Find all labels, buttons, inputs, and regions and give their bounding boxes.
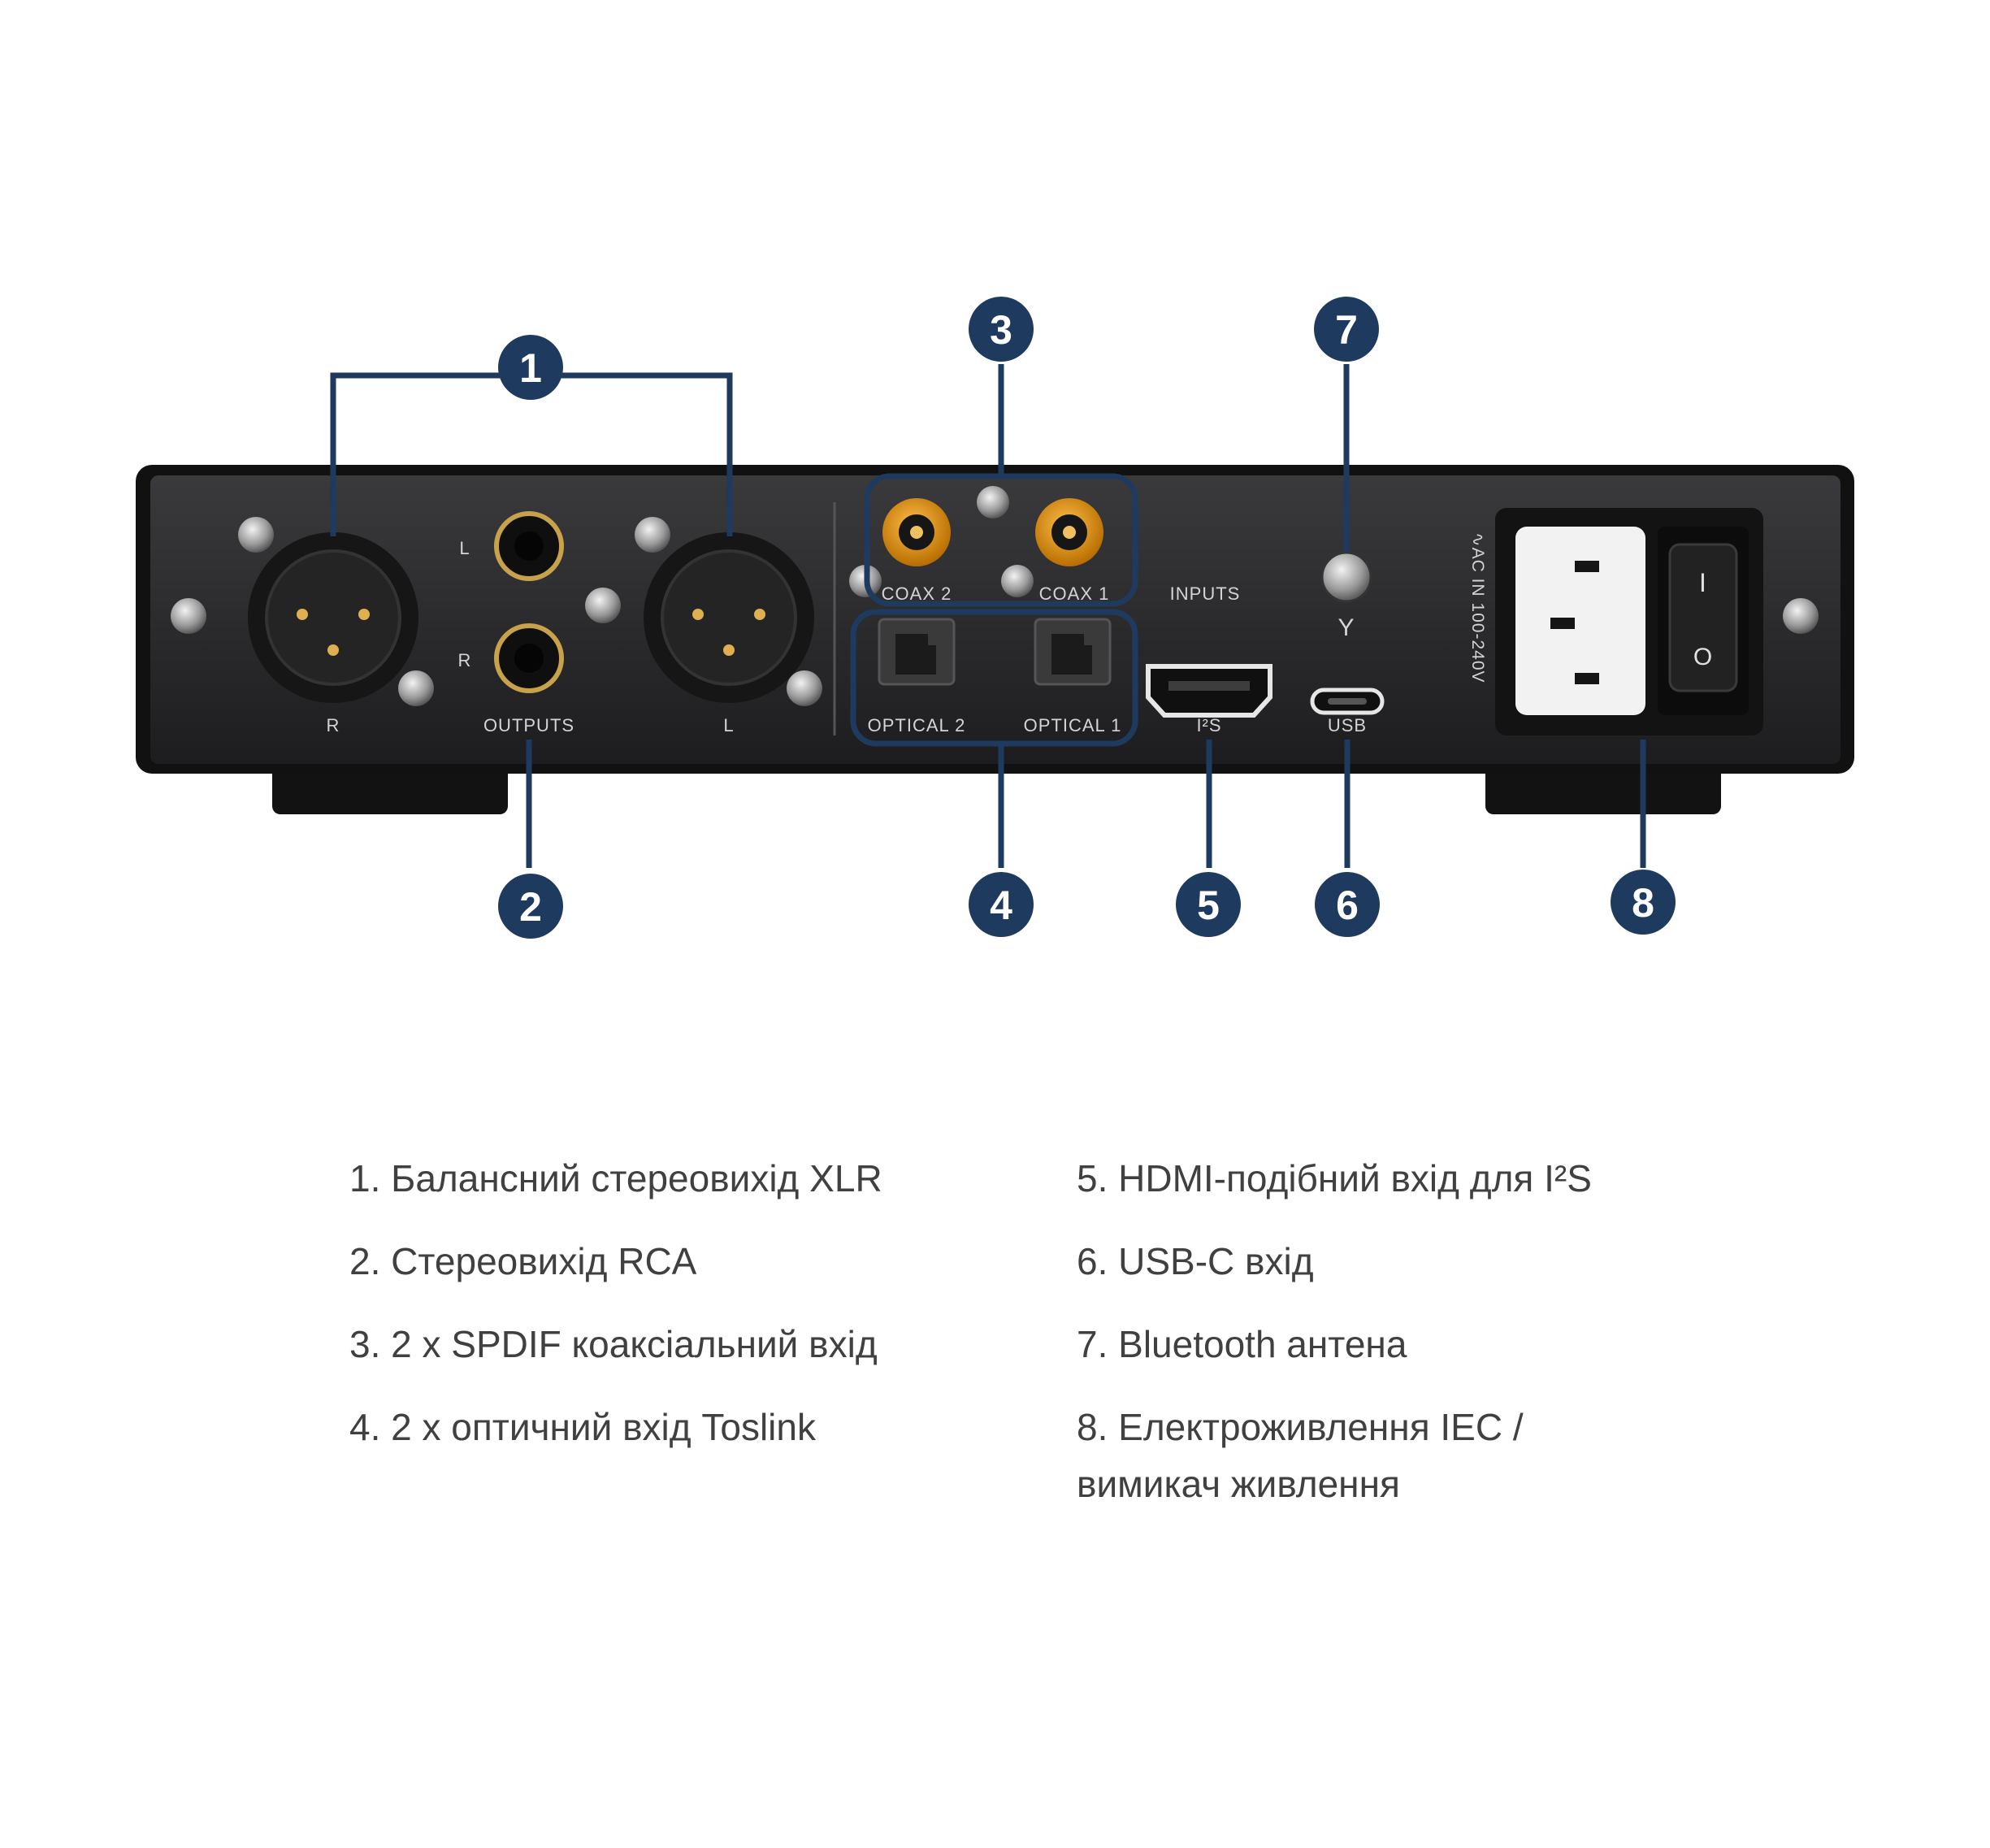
coax2-label: COAX 2 [882,583,952,604]
rca-right-label: R [458,650,472,670]
legend-item-6: 6. USB-C вхід [1077,1240,1314,1282]
xlr-left-label: L [723,715,734,735]
callout-badges: 1 3 7 2 4 5 6 [498,297,1676,939]
callout-2: 2 [498,874,563,939]
switch-off-symbol: O [1693,644,1713,670]
rca-output-left[interactable] [494,511,564,581]
chassis-panel [150,475,1840,764]
callout-lines [330,364,1646,868]
svg-text:4: 4 [990,883,1012,928]
legend-item-2: 2. Стереовихід RCA [349,1240,697,1282]
callout-5: 5 [1176,872,1241,937]
callout-7: 7 [1314,297,1379,362]
callout-3: 3 [969,297,1034,362]
legend-item-5: 5. HDMI-подібний вхід для I²S [1077,1157,1592,1199]
callout-4: 4 [969,872,1034,937]
legend-item-8: 8. Електроживлення IEC / вимикач живленн… [1077,1406,1524,1505]
xlr-left-connector[interactable] [644,532,814,703]
legend-item-1: 1. Балансний стереовихід XLR [349,1157,882,1199]
bluetooth-antenna-connector[interactable] [1320,551,1372,603]
coax1-label: COAX 1 [1039,583,1110,604]
callout-8: 8 [1611,870,1676,935]
i2s-hdmi-port[interactable] [1146,664,1272,718]
svg-text:7: 7 [1335,307,1358,353]
svg-text:3: 3 [990,307,1012,353]
optical2-label: OPTICAL 2 [868,715,966,735]
switch-on-symbol: I [1699,568,1707,597]
optical1-label: OPTICAL 1 [1024,715,1122,735]
outputs-label: OUTPUTS [483,715,574,735]
usb-label: USB [1328,715,1367,735]
screws [171,486,1819,706]
optical-2-input[interactable] [878,618,956,686]
legend-left-column: 1. Балансний стереовихід XLR 2. Стереови… [349,1150,1040,1481]
panel-labels: R OUTPUTS L L R COAX 2 COAX 1 INPUTS OPT… [327,532,1713,735]
xlr-right-label: R [327,715,340,735]
coax-2-input[interactable] [882,498,951,566]
legend-item-4: 4. 2 x оптичний вхід Toslink [349,1406,816,1448]
coax-1-input[interactable] [1035,498,1103,566]
svg-text:1: 1 [519,345,542,391]
rca-left-label: L [459,538,470,558]
svg-text:8: 8 [1632,880,1654,926]
ac-in-label: ∿AC IN 100-240V [1468,532,1487,683]
legend-item-7: 7. Bluetooth антена [1077,1323,1407,1365]
inputs-label: INPUTS [1170,583,1241,604]
callout-1: 1 [498,335,563,400]
legend-right-column: 5. HDMI-подібний вхід для I²S 6. USB-C в… [1077,1150,1808,1538]
callout-6: 6 [1315,872,1380,937]
svg-text:6: 6 [1336,883,1359,928]
i2s-label: I²S [1196,715,1221,735]
usb-c-port[interactable] [1310,688,1385,715]
power-switch[interactable] [1658,527,1749,715]
antenna-symbol: Y [1338,614,1355,641]
legend-item-3: 3. 2 x SPDIF коаксіальний вхід [349,1323,878,1365]
xlr-right-connector[interactable] [248,532,418,703]
svg-text:2: 2 [519,884,542,930]
rca-output-right[interactable] [494,623,564,693]
device-rear-panel-diagram: R OUTPUTS L L R COAX 2 COAX 1 INPUTS OPT… [136,297,1854,939]
optical-1-input[interactable] [1034,618,1112,686]
svg-text:5: 5 [1197,883,1220,928]
